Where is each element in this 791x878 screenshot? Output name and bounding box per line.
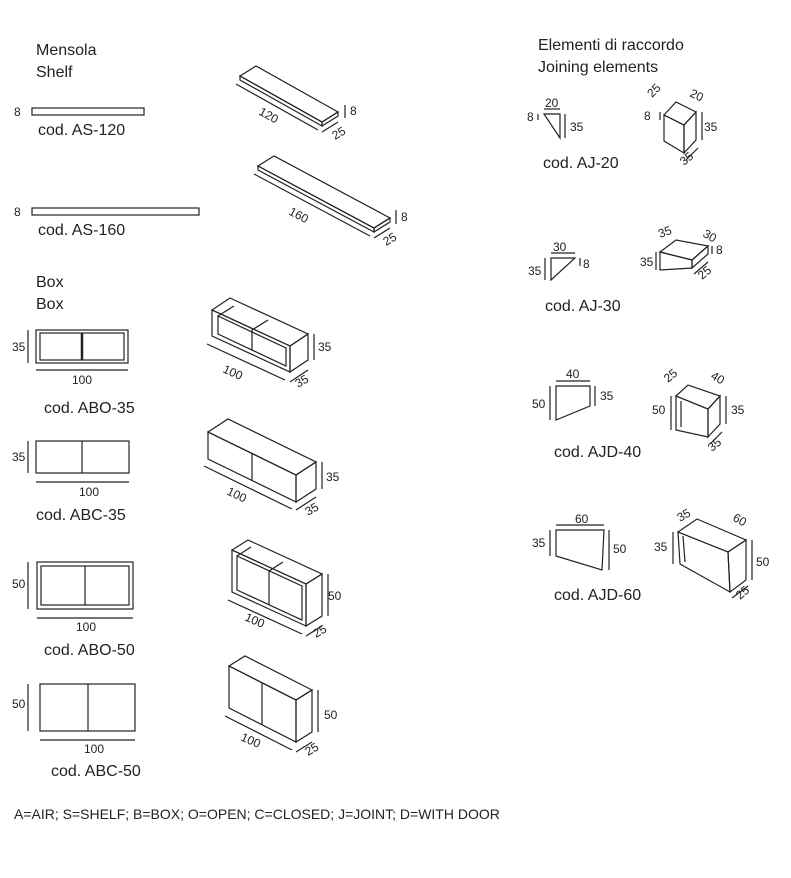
abo50-height: 50 — [328, 589, 342, 603]
box-abo35-iso-view: 100 35 35 — [206, 297, 332, 391]
box-abc35-front-view: 35 100 — [12, 440, 130, 499]
abo50-front-height: 50 — [12, 577, 26, 591]
as160-length: 160 — [287, 204, 312, 226]
box-abo50-front-view: 50 100 — [12, 561, 134, 634]
ajd40-left: 50 — [532, 397, 546, 411]
abo35-front-width: 100 — [72, 373, 92, 387]
abc35-height: 35 — [326, 470, 340, 484]
shelf-as120-iso-view: 120 25 8 — [235, 65, 357, 143]
aj20-iso-a: 25 — [644, 81, 664, 101]
abc35-front-height: 35 — [12, 450, 26, 464]
aj20-left: 8 — [527, 110, 534, 124]
joining-title-en: Joining elements — [538, 59, 659, 76]
code-ajd60: cod. AJD-60 — [554, 587, 642, 604]
abbreviation-legend: A=AIR; S=SHELF; B=BOX; O=OPEN; C=CLOSED;… — [14, 806, 500, 822]
code-abo35: cod. ABO-35 — [44, 400, 135, 417]
as160-depth: 25 — [381, 230, 400, 249]
ajd60-left: 35 — [532, 536, 546, 550]
abo50-width: 100 — [243, 610, 267, 631]
as160-front-height: 8 — [14, 205, 21, 219]
aj30-left: 35 — [528, 264, 542, 278]
aj20-top: 20 — [545, 96, 559, 110]
ajd60-iso-h: 50 — [756, 555, 770, 569]
aj20-right: 35 — [570, 120, 584, 134]
as120-front-height: 8 — [14, 105, 21, 119]
aj30-right: 8 — [583, 257, 590, 271]
code-abc35: cod. ABC-35 — [36, 507, 126, 524]
box-title-it: Box — [36, 274, 64, 291]
abc35-front-width: 100 — [79, 485, 99, 499]
ajd60-iso-d: 25 — [733, 583, 752, 603]
joint-aj20-top-view: 20 8 35 — [527, 96, 584, 140]
shelf-as160-iso-view: 160 25 8 — [253, 155, 408, 249]
aj30-iso-h: 8 — [716, 243, 723, 257]
shelf-title-it: Mensola — [36, 42, 97, 59]
joining-title-it: Elementi di raccordo — [538, 37, 684, 54]
abc50-front-width: 100 — [84, 742, 104, 756]
aj30-iso-b: 30 — [701, 226, 720, 245]
box-abc50-front-view: 50 100 — [12, 683, 136, 756]
abc50-height: 50 — [324, 708, 338, 722]
as120-depth: 25 — [330, 124, 349, 143]
aj20-iso-l: 8 — [644, 109, 651, 123]
code-as120: cod. AS-120 — [38, 122, 126, 139]
ajd60-iso-a: 35 — [675, 506, 694, 525]
joint-ajd60-top-view: 60 35 50 — [532, 512, 627, 571]
joint-aj30-iso-view: 35 30 35 8 25 — [640, 223, 723, 282]
joint-aj20-iso-view: 25 20 8 35 35 — [644, 81, 718, 169]
abo50-depth: 25 — [311, 622, 330, 641]
aj30-iso-a: 35 — [656, 223, 674, 241]
box-abo35-front-view: 35 100 — [12, 329, 129, 387]
aj30-iso-l: 35 — [640, 255, 654, 269]
as120-height: 8 — [350, 104, 357, 118]
abc50-depth: 25 — [303, 740, 322, 759]
box-abc35-iso-view: 100 35 35 — [203, 418, 340, 519]
joint-aj30-top-view: 30 35 8 — [528, 240, 590, 282]
ajd40-iso-h: 35 — [731, 403, 745, 417]
ajd40-iso-b: 40 — [709, 368, 728, 387]
joint-ajd40-iso-view: 25 40 50 35 35 — [652, 366, 745, 455]
abo35-width: 100 — [221, 362, 245, 383]
joint-ajd40-top-view: 40 50 35 — [532, 367, 614, 421]
ajd60-iso-b: 60 — [731, 510, 750, 529]
ajd60-right: 50 — [613, 542, 627, 556]
aj30-top: 30 — [553, 240, 567, 254]
ajd40-right: 35 — [600, 389, 614, 403]
code-ajd40: cod. AJD-40 — [554, 444, 642, 461]
code-as160: cod. AS-160 — [38, 222, 126, 239]
aj20-iso-h: 35 — [704, 120, 718, 134]
abc35-width: 100 — [225, 484, 249, 506]
ajd60-top: 60 — [575, 512, 589, 526]
code-abc50: cod. ABC-50 — [51, 763, 141, 780]
code-abo50: cod. ABO-50 — [44, 642, 135, 659]
ajd40-iso-a: 25 — [661, 366, 680, 386]
ajd40-top: 40 — [566, 367, 580, 381]
code-aj30: cod. AJ-30 — [545, 298, 621, 315]
abc50-front-height: 50 — [12, 697, 26, 711]
joint-ajd60-iso-view: 35 60 35 50 25 — [654, 506, 770, 603]
shelf-as120-front-view: 8 — [14, 105, 145, 119]
shelf-title-en: Shelf — [36, 64, 73, 81]
abo50-front-width: 100 — [76, 620, 96, 634]
aj20-iso-b: 20 — [688, 86, 706, 104]
ajd40-iso-l: 50 — [652, 403, 666, 417]
code-aj20: cod. AJ-20 — [543, 155, 619, 172]
shelf-as160-front-view: 8 — [14, 205, 200, 219]
box-abo50-iso-view: 100 25 50 — [227, 539, 342, 641]
abo35-height: 35 — [318, 340, 332, 354]
box-abc50-iso-view: 100 25 50 — [224, 655, 338, 759]
abo35-front-height: 35 — [12, 340, 26, 354]
abo35-depth: 35 — [293, 372, 312, 391]
box-title-en: Box — [36, 296, 64, 313]
aj30-iso-d: 25 — [695, 263, 714, 283]
abc35-depth: 35 — [303, 500, 322, 519]
ajd60-iso-l: 35 — [654, 540, 668, 554]
as160-height: 8 — [401, 210, 408, 224]
